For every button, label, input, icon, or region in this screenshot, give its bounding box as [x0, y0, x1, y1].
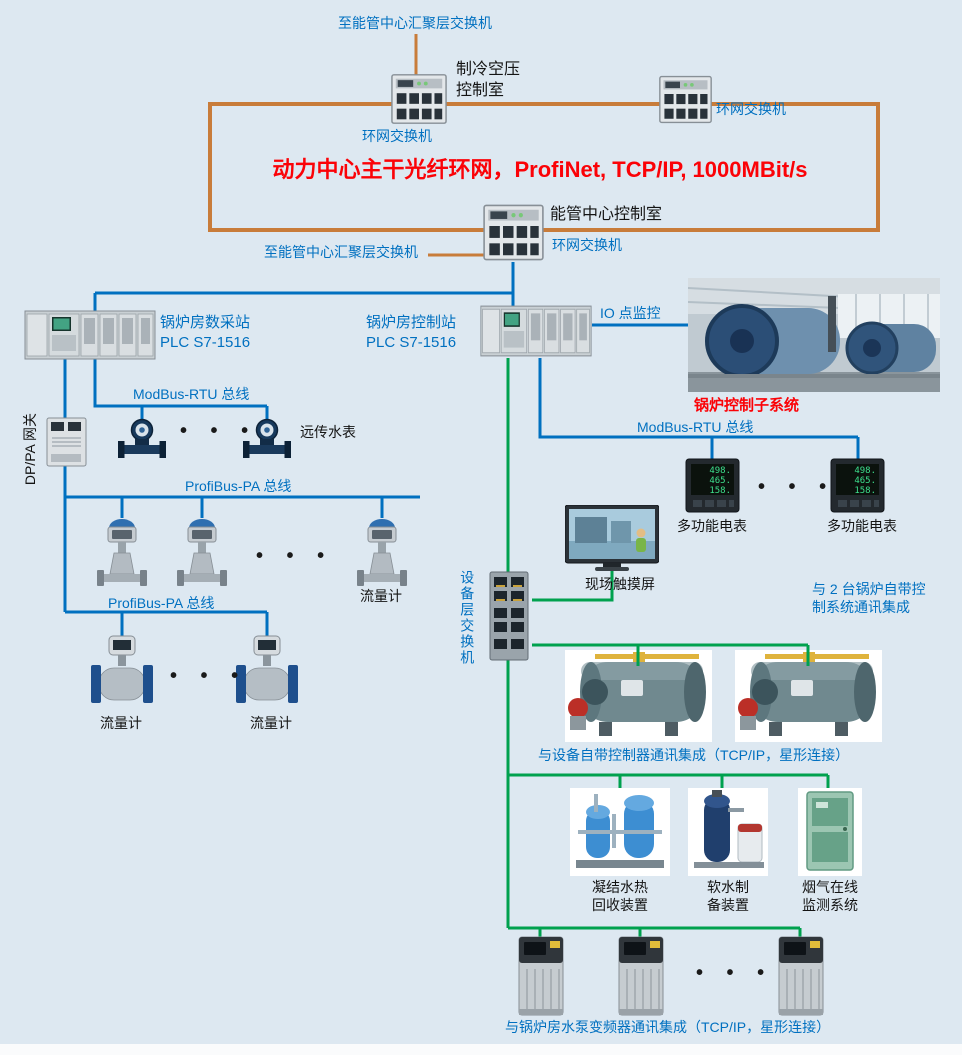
dp-pa-gateway-label: DP/PA 网关 — [21, 413, 38, 486]
power-meter-1-display-line3: 158. — [709, 486, 731, 496]
flow-meter-upper-label: 流量计 — [360, 588, 402, 604]
io-monitor-label: IO 点监控 — [600, 305, 661, 321]
plc-control-rack — [480, 303, 592, 359]
vfd-dots: • • • — [696, 962, 774, 984]
condensate-label: 凝结水热 回收装置 — [592, 879, 648, 914]
vfd-3 — [774, 935, 828, 1017]
flue-gas-label: 烟气在线 监测系统 — [802, 879, 858, 914]
flow-lower-dots: • • • — [170, 665, 248, 687]
vfd-integration-note: 与锅炉房水泵变频器通讯集成（TCP/IP，星形连接） — [505, 1019, 831, 1035]
dp-pa-gateway — [45, 416, 88, 468]
device-tcpip-note: 与设备自带控制器通讯集成（TCP/IP，星形连接） — [538, 747, 850, 763]
ring-switch-1-label: 环网交换机 — [362, 128, 432, 144]
water-meter-dots: • • • — [180, 420, 258, 442]
water-meter-label: 远传水表 — [300, 424, 356, 440]
condensate-recovery-unit — [570, 788, 670, 876]
vfd-1 — [514, 935, 568, 1017]
flow-meter-lower-label-2: 流量计 — [250, 715, 292, 731]
plc-control-label: 锅炉房控制站 PLC S7-1516 — [366, 314, 457, 351]
plc-daq-rack — [24, 308, 156, 362]
flow-meter-upper-1 — [95, 516, 149, 590]
profibus-upper-bus-label: ProfiBus-PA 总线 — [185, 478, 292, 494]
ring-switch-3 — [482, 200, 545, 265]
touchscreen — [565, 505, 659, 573]
ring-title: 动力中心主干光纤环网，ProfiNet, TCP/IP, 1000MBit/s — [272, 157, 808, 182]
cooling-room-label: 制冷空压 控制室 — [456, 61, 521, 99]
modbus-right-bus-label: ModBus-RTU 总线 — [637, 419, 754, 435]
touchscreen-label: 现场触摸屏 — [585, 576, 655, 592]
flow-meter-lower-label-1: 流量计 — [100, 715, 142, 731]
modbus-left-bus-label: ModBus-RTU 总线 — [133, 386, 250, 402]
ring-switch-2-label: 环网交换机 — [716, 101, 786, 117]
flow-meter-upper-2 — [175, 516, 229, 590]
flow-upper-dots: • • • — [256, 545, 334, 567]
vfd-2 — [614, 935, 668, 1017]
ring-switch-2 — [658, 72, 713, 127]
power-meter-2-display-line3: 158. — [854, 486, 876, 496]
power-meter-dots: • • • — [758, 476, 836, 498]
device-layer-switch — [486, 570, 532, 662]
flue-gas-monitor-cabinet — [798, 788, 862, 876]
boiler-unit-2 — [735, 650, 882, 742]
boiler-unit-1 — [565, 650, 712, 742]
device-switch-label: 设备层交换机 — [459, 570, 476, 666]
power-meter-2-label: 多功能电表 — [827, 518, 897, 534]
boiler-integration-note: 与 2 台锅炉自带控 制系统通讯集成 — [812, 581, 926, 616]
plc-daq-label: 锅炉房数采站 PLC S7-1516 — [160, 314, 251, 351]
ring-switch-1 — [390, 70, 448, 128]
boiler-subsystem-label: 锅炉控制子系统 — [694, 397, 800, 414]
power-meter-1-label: 多功能电表 — [677, 518, 747, 534]
profibus-lower-bus-label: ProfiBus-PA 总线 — [108, 595, 215, 611]
power-meter-1: 498. 465. 158. — [685, 458, 740, 513]
power-meter-2-display-line2: 465. — [854, 476, 876, 486]
bottom-margin — [0, 1044, 962, 1055]
power-meter-1-display-line2: 465. — [709, 476, 731, 486]
uplink-top-label: 至能管中心汇聚层交换机 — [338, 15, 492, 31]
softener-label: 软水制 备装置 — [707, 879, 749, 914]
water-meter-1 — [118, 418, 166, 463]
boiler-room-photo — [688, 278, 940, 392]
flow-meter-upper-3 — [355, 516, 409, 590]
power-meter-2-display-line1: 498. — [854, 466, 876, 476]
energy-center-room-label: 能管中心控制室 — [550, 206, 663, 223]
flow-meter-lower-1 — [88, 634, 156, 712]
uplink-left-label: 至能管中心汇聚层交换机 — [264, 244, 418, 260]
water-softener-unit — [688, 788, 768, 876]
ring-switch-3-label: 环网交换机 — [552, 237, 622, 253]
power-meter-2: 498. 465. 158. — [830, 458, 885, 513]
power-meter-1-display-line1: 498. — [709, 466, 731, 476]
